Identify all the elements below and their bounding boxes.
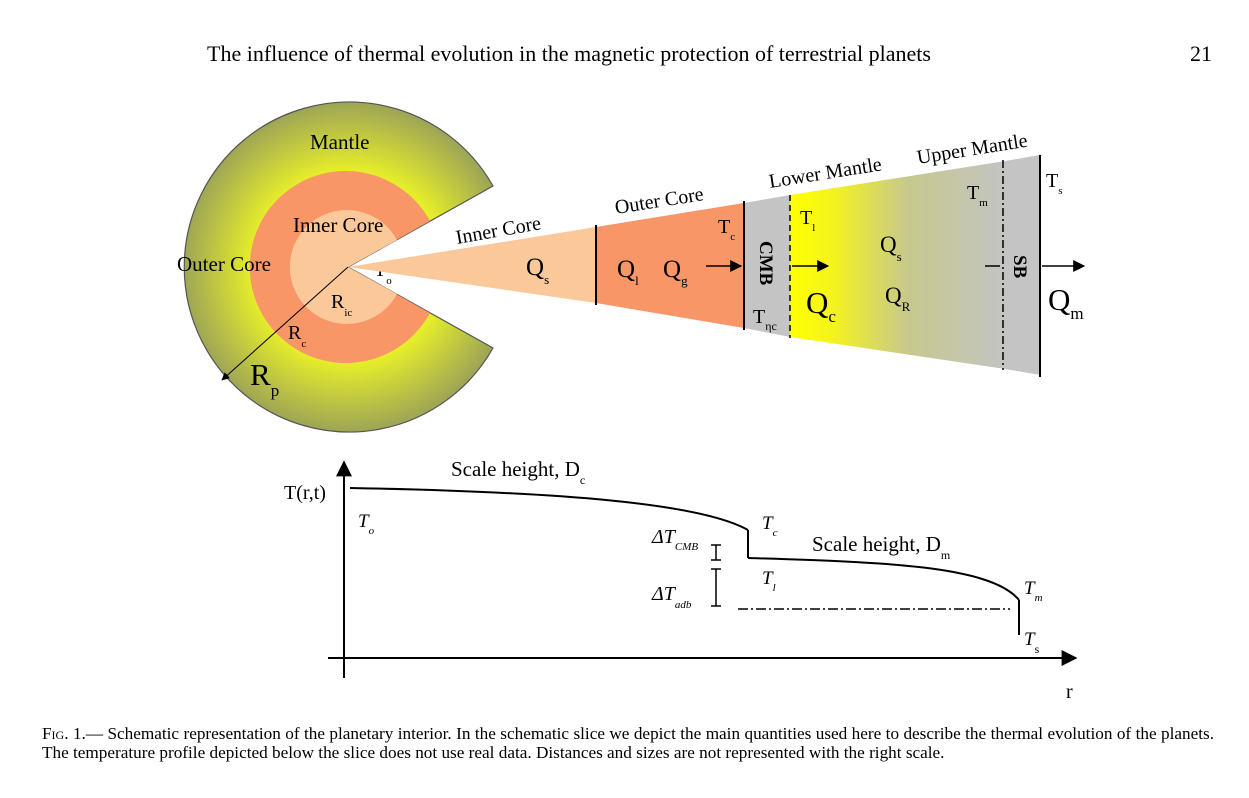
slice-label-q-s-mantle: Qs bbox=[880, 232, 902, 264]
temperature-profile: T(r,t) r Scale height, Dc Scale height, … bbox=[284, 457, 1078, 703]
profile-label-t-o: To bbox=[358, 511, 375, 537]
profile-scale-core: Scale height, Dc bbox=[451, 457, 585, 487]
label-planet-radius: Rp bbox=[250, 357, 279, 400]
slice-upper-mantle bbox=[1005, 155, 1040, 375]
profile-label-t-l: Tl bbox=[762, 568, 776, 594]
planet-radius-arrow bbox=[221, 266, 349, 381]
planet-label-mantle: Mantle bbox=[310, 130, 369, 154]
figure-caption: Fig. 1.— Schematic representation of the… bbox=[42, 724, 1214, 762]
profile-label-t-m: Tm bbox=[1024, 578, 1043, 604]
slice-label-q-c: Qc bbox=[806, 285, 836, 326]
planet-label-inner-core: Inner Core bbox=[293, 213, 383, 237]
slice-outer-core bbox=[596, 203, 744, 328]
caption-label: Fig. 1. bbox=[42, 724, 86, 743]
label-core-radius: Rc bbox=[288, 322, 306, 350]
slice-label-t-l: Tl bbox=[800, 207, 815, 234]
planet-label-outer-core: Outer Core bbox=[177, 252, 271, 276]
delta-t-adb-marker bbox=[711, 568, 721, 607]
slice-label-t-etac: Tηc bbox=[753, 306, 777, 333]
caption-text: — Schematic representation of the planet… bbox=[42, 724, 1214, 762]
slice-label-t-s: Ts bbox=[1046, 170, 1063, 197]
figure-1: Mantle Outer Core Inner Core To Ric Rc R… bbox=[177, 101, 1086, 703]
slice-label-t-c: Tc bbox=[718, 216, 735, 243]
slice-label-t-m: Tm bbox=[967, 182, 988, 209]
slice-lower-mantle bbox=[790, 161, 1005, 369]
profile-core-curve bbox=[349, 487, 749, 531]
delta-t-cmb-marker bbox=[711, 544, 721, 561]
label-inner-core-radius: Ric bbox=[331, 291, 352, 319]
running-head: The influence of thermal evolution in th… bbox=[0, 41, 1249, 71]
slice-label-q-l: Ql bbox=[617, 256, 639, 288]
profile-label-t-s: Ts bbox=[1024, 629, 1040, 656]
slice-label-q-m: Qm bbox=[1048, 282, 1084, 323]
profile-label-dt-adb: ΔTadb bbox=[651, 583, 692, 611]
slice-label-q-s-core: Qs bbox=[526, 254, 549, 287]
page-number: 21 bbox=[1190, 41, 1212, 66]
profile-y-label: T(r,t) bbox=[284, 482, 326, 504]
profile-label-t-c: Tc bbox=[762, 513, 778, 539]
profile-label-dt-cmb: ΔTCMB bbox=[651, 526, 698, 553]
slice-label-cmb: CMB bbox=[755, 241, 776, 286]
slice-label-q-r: QR bbox=[885, 283, 911, 314]
planet-cross-section: Mantle Outer Core Inner Core To Ric Rc R… bbox=[177, 101, 494, 433]
profile-scale-mantle: Scale height, Dm bbox=[812, 532, 951, 562]
slice-label-q-g: Qg bbox=[663, 256, 688, 288]
slice-label-sb: SB bbox=[1009, 255, 1030, 279]
profile-x-label: r bbox=[1066, 681, 1073, 703]
slice-inner-core bbox=[348, 227, 596, 303]
running-title: The influence of thermal evolution in th… bbox=[207, 41, 931, 66]
profile-mantle-curve bbox=[747, 557, 1020, 601]
slice-cmb-layer bbox=[744, 195, 790, 337]
